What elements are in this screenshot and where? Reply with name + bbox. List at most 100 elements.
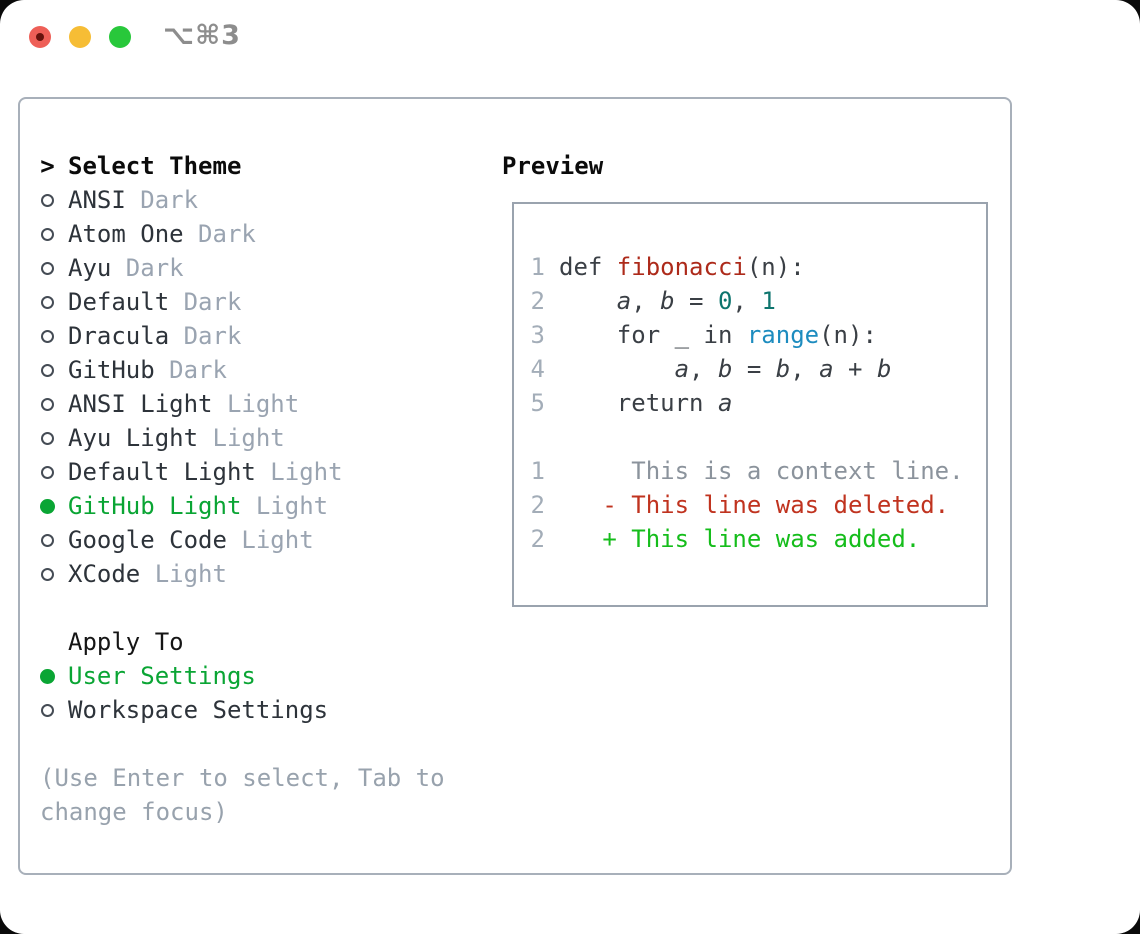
radio-unselected-icon bbox=[40, 703, 55, 717]
spacer bbox=[40, 591, 500, 625]
radio-unselected-icon bbox=[40, 227, 55, 241]
radio-unselected-icon bbox=[40, 397, 55, 411]
radio-unselected-icon bbox=[40, 533, 55, 547]
theme-variant: Light bbox=[198, 424, 285, 452]
code-line-3: 3 for _ in range(n): bbox=[530, 318, 986, 352]
radio-unselected-icon bbox=[40, 465, 55, 479]
radio-unselected-icon bbox=[40, 329, 55, 343]
theme-option-github-light[interactable]: GitHub Light Light bbox=[40, 489, 500, 523]
theme-name: GitHub Light bbox=[68, 492, 242, 520]
code-segment-plain: + bbox=[833, 355, 877, 383]
theme-name: Google Code bbox=[68, 526, 227, 554]
code-segment-plain: = bbox=[674, 287, 718, 315]
theme-option-default[interactable]: Default Dark bbox=[40, 285, 500, 319]
theme-variant: Light bbox=[212, 390, 300, 418]
line-number: 2 bbox=[530, 491, 545, 519]
theme-option-xcode[interactable]: XCode Light bbox=[40, 557, 500, 591]
theme-variant: Light bbox=[241, 492, 329, 520]
code-segment-variable: b bbox=[660, 287, 675, 315]
code-line-9: 2 + This line was added. bbox=[530, 522, 986, 556]
theme-variant: Dark bbox=[111, 254, 184, 282]
window-title: ⌥⌘3 bbox=[163, 20, 241, 51]
spacer bbox=[40, 727, 500, 761]
code-segment-variable: b bbox=[876, 355, 892, 383]
theme-name: ANSI Light bbox=[68, 390, 213, 418]
minimize-button[interactable] bbox=[69, 26, 91, 48]
theme-option-ayu[interactable]: Ayu Dark bbox=[40, 251, 500, 285]
line-number: 4 bbox=[530, 355, 545, 383]
theme-option-dracula[interactable]: Dracula Dark bbox=[40, 319, 500, 353]
theme-option-google-code[interactable]: Google Code Light bbox=[40, 523, 500, 557]
code-segment-variable: a bbox=[717, 389, 733, 417]
theme-option-ayu-light[interactable]: Ayu Light Light bbox=[40, 421, 500, 455]
close-button[interactable] bbox=[29, 26, 51, 48]
theme-name: XCode bbox=[68, 560, 141, 588]
radio-selected-icon bbox=[40, 498, 55, 514]
code-segment-variable: b bbox=[775, 355, 791, 383]
code-line-8: 2 - This line was deleted. bbox=[530, 488, 986, 522]
line-number: 3 bbox=[530, 321, 545, 349]
theme-name: Ayu bbox=[68, 254, 112, 282]
select-theme-label: Select Theme bbox=[68, 152, 242, 180]
focus-marker: > bbox=[40, 152, 55, 180]
code-segment-number-literal: 0 bbox=[717, 287, 733, 315]
code-segment-variable: b bbox=[717, 355, 733, 383]
apply-option-label: Workspace Settings bbox=[68, 696, 329, 724]
theme-variant: Dark bbox=[125, 186, 199, 214]
apply-option-workspace-settings[interactable]: Workspace Settings bbox=[40, 693, 500, 727]
theme-option-ansi-light[interactable]: ANSI Light Light bbox=[40, 387, 500, 421]
code-segment-variable: a bbox=[616, 287, 632, 315]
code-segment-added: + This line was added. bbox=[559, 525, 921, 553]
theme-option-github[interactable]: GitHub Dark bbox=[40, 353, 500, 387]
theme-name: Dracula bbox=[68, 322, 170, 350]
code-line-5: 5 return a bbox=[530, 386, 986, 420]
apply-option-user-settings[interactable]: User Settings bbox=[40, 659, 500, 693]
radio-unselected-icon bbox=[40, 261, 55, 275]
theme-option-atom-one[interactable]: Atom One Dark bbox=[40, 217, 500, 251]
theme-name: ANSI bbox=[68, 186, 126, 214]
theme-variant: Light bbox=[255, 458, 343, 486]
code-segment-context: This is a context line. bbox=[559, 457, 964, 485]
code-segment-plain: for _ in bbox=[559, 321, 747, 349]
theme-variant: Dark bbox=[154, 356, 227, 384]
line-number: 1 bbox=[530, 457, 545, 485]
code-segment-number-literal: 1 bbox=[761, 287, 776, 315]
theme-variant: Light bbox=[140, 560, 227, 588]
theme-name: GitHub bbox=[68, 356, 155, 384]
line-number: 1 bbox=[530, 253, 545, 281]
code-segment-builtin: range bbox=[746, 321, 820, 349]
code-segment-plain: , bbox=[689, 355, 718, 383]
line-number: 2 bbox=[530, 287, 545, 315]
radio-unselected-icon bbox=[40, 295, 55, 309]
code-segment-variable: a bbox=[674, 355, 690, 383]
code-segment-plain: = bbox=[732, 355, 776, 383]
code-segment-plain: (n): bbox=[819, 321, 877, 349]
code-line-2: 2 a, b = 0, 1 bbox=[530, 284, 986, 318]
theme-variant: Dark bbox=[183, 220, 256, 248]
code-segment-plain: , bbox=[732, 287, 762, 315]
theme-name: Ayu Light bbox=[68, 424, 199, 452]
theme-name: Default bbox=[68, 288, 170, 316]
apply-option-label: User Settings bbox=[68, 662, 256, 690]
theme-variant: Dark bbox=[169, 288, 242, 316]
theme-option-default-light[interactable]: Default Light Light bbox=[40, 455, 500, 489]
radio-unselected-icon bbox=[40, 193, 55, 207]
code-segment-plain: (n): bbox=[746, 253, 805, 281]
code-segment-variable: a bbox=[819, 355, 834, 383]
theme-name: Atom One bbox=[68, 220, 184, 248]
radio-unselected-icon bbox=[40, 363, 55, 377]
preview-title: Preview bbox=[502, 152, 604, 180]
zoom-button[interactable] bbox=[109, 26, 131, 48]
code-segment-plain: def bbox=[559, 253, 617, 281]
code-line-4: 4 a, b = b, a + b bbox=[530, 352, 986, 386]
theme-option-ansi[interactable]: ANSI Dark bbox=[40, 183, 500, 217]
code-segment-plain: , bbox=[790, 355, 820, 383]
line-number: 5 bbox=[530, 389, 545, 417]
titlebar: ⌥⌘3 bbox=[0, 0, 1140, 74]
code-segment-plain bbox=[559, 287, 617, 315]
help-text: (Use Enter to select, Tab to change focu… bbox=[40, 764, 445, 826]
